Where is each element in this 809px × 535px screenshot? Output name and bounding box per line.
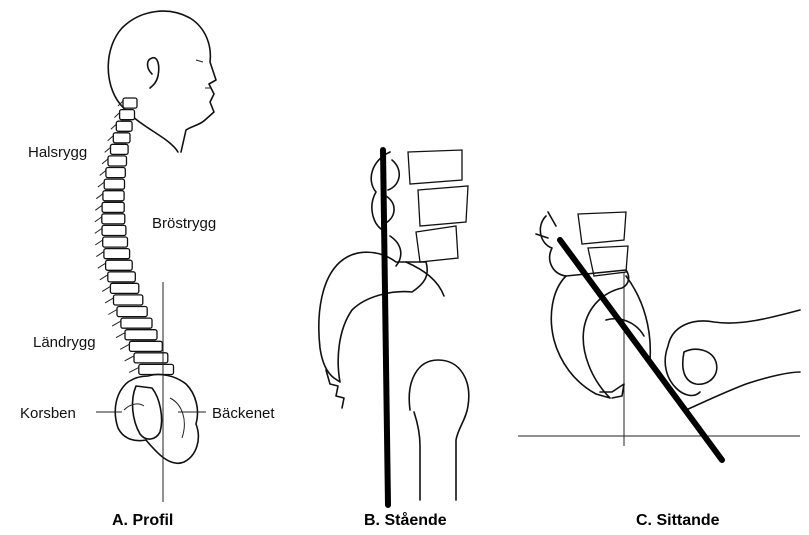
spinous-process bbox=[96, 252, 104, 257]
vertebra bbox=[106, 168, 125, 178]
spinous-process bbox=[95, 240, 102, 245]
vertebra bbox=[106, 260, 133, 270]
vertebra bbox=[125, 330, 157, 340]
vertebra bbox=[102, 225, 126, 235]
spine-column bbox=[95, 98, 174, 375]
label-brostrygg: Bröstrygg bbox=[152, 215, 216, 232]
vertebra bbox=[114, 295, 143, 305]
vertebra bbox=[129, 341, 162, 351]
sacrum-c bbox=[551, 270, 628, 398]
panel-b-standing: B. Stående bbox=[319, 150, 469, 529]
spinous-process bbox=[100, 275, 108, 280]
caption-a: A. Profil bbox=[112, 512, 173, 529]
vertebra bbox=[104, 249, 130, 259]
spinous-process bbox=[102, 286, 110, 291]
spinous-process bbox=[105, 147, 111, 152]
spinous-process bbox=[100, 171, 106, 176]
spinous-process bbox=[116, 333, 125, 338]
label-landrygg: Ländrygg bbox=[33, 334, 96, 351]
vertebra bbox=[108, 272, 136, 282]
thigh-c bbox=[665, 310, 800, 410]
vertebra bbox=[103, 191, 124, 201]
vertebra-b1 bbox=[408, 150, 462, 184]
vertebra bbox=[104, 179, 124, 189]
spinous-process bbox=[125, 356, 134, 361]
coccyx-b bbox=[326, 370, 344, 408]
vertebra-b2 bbox=[418, 186, 468, 226]
spinous-process bbox=[120, 344, 129, 349]
vertebra bbox=[121, 318, 152, 328]
vertebra bbox=[123, 98, 137, 108]
caption-b: B. Stående bbox=[364, 511, 447, 529]
vertebra bbox=[108, 156, 127, 166]
ear-outline bbox=[148, 58, 159, 88]
spinous-process bbox=[114, 113, 119, 118]
vertebra bbox=[116, 121, 132, 131]
spinous-process bbox=[96, 194, 103, 199]
label-backenet: Bäckenet bbox=[212, 405, 275, 422]
spinous-process bbox=[108, 310, 117, 315]
panel-a-profile: Halsrygg Bröstrygg Ländrygg Korsben Bäck… bbox=[20, 11, 275, 529]
spinous-process bbox=[102, 159, 108, 164]
spinous-process bbox=[129, 367, 139, 372]
sacrum-outline bbox=[133, 386, 162, 439]
label-halsrygg: Halsrygg bbox=[28, 144, 87, 161]
spinous-process bbox=[95, 217, 102, 222]
sacrum-b bbox=[319, 252, 427, 382]
vertebra bbox=[139, 364, 174, 374]
spinous-process bbox=[105, 298, 113, 303]
femur-head-b bbox=[409, 360, 469, 500]
spinous-process bbox=[95, 228, 102, 233]
spinous-process bbox=[108, 136, 114, 141]
vertebra bbox=[120, 110, 135, 120]
spinous-process bbox=[98, 263, 106, 268]
vertebra bbox=[117, 307, 147, 317]
spinous-process bbox=[98, 182, 104, 187]
pelvis-inner bbox=[124, 398, 184, 438]
panel-c-sitting: C. Sittande bbox=[518, 212, 800, 529]
vertebra-b3 bbox=[416, 226, 458, 262]
pelvis-c bbox=[606, 276, 650, 360]
vertebra-c1 bbox=[578, 212, 626, 244]
vertebra bbox=[102, 214, 125, 224]
vertebra bbox=[113, 133, 130, 143]
femur-head-c bbox=[683, 349, 717, 384]
spinous-process bbox=[112, 321, 121, 326]
plumb-line-b bbox=[383, 150, 388, 505]
label-korsben: Korsben bbox=[20, 405, 76, 422]
caption-c: C. Sittande bbox=[636, 512, 720, 529]
vertebra bbox=[103, 237, 128, 247]
vertebra bbox=[110, 283, 138, 293]
spinous-process bbox=[95, 205, 102, 210]
vertebra bbox=[102, 202, 124, 212]
pelvis-outline bbox=[115, 374, 198, 463]
vertebra bbox=[111, 144, 129, 154]
spinous-process bbox=[111, 124, 116, 129]
